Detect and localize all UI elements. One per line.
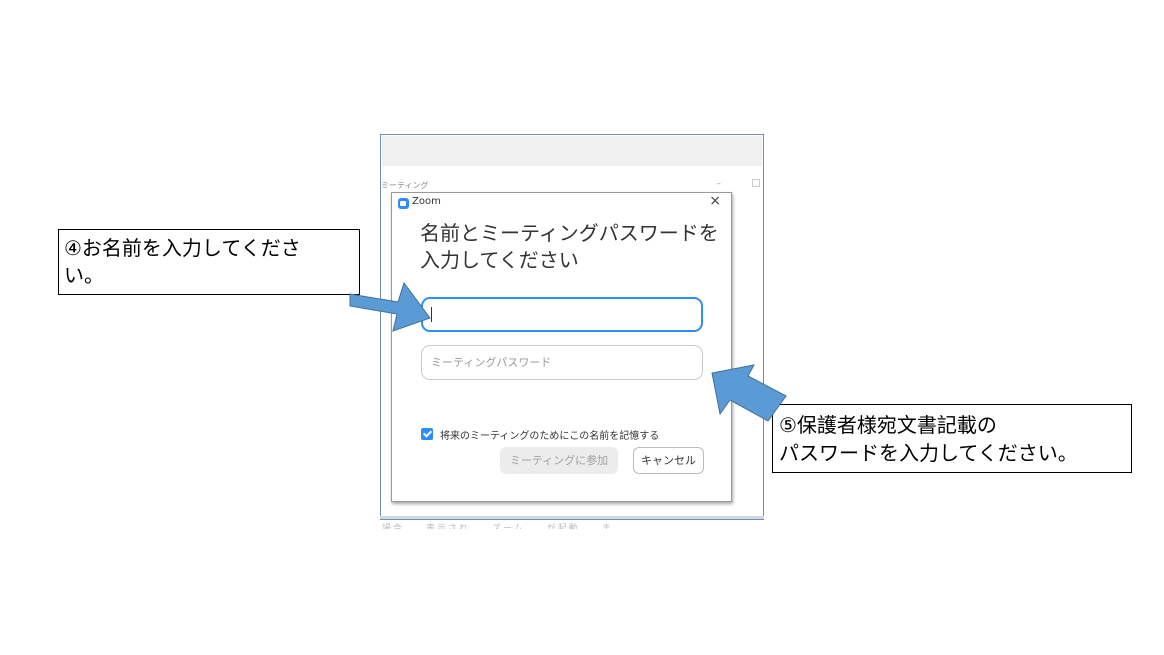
password-placeholder: ミーティングパスワード <box>431 356 552 369</box>
zoom-password-dialog: Zoom × 名前とミーティングパスワードを 入力してください ミーティングパス… <box>391 192 732 502</box>
join-meeting-button[interactable]: ミーティングに参加 <box>500 447 618 474</box>
step5-callout-line1: ⑤保護者様宛文書記載の <box>779 413 997 437</box>
dialog-heading: 名前とミーティングパスワードを 入力してください <box>420 220 720 274</box>
step4-callout: ④お名前を入力してくださ い。 <box>58 229 360 295</box>
dialog-heading-line1: 名前とミーティングパスワードを <box>420 221 719 245</box>
maximize-icon[interactable] <box>752 179 760 187</box>
step4-callout-line1: ④お名前を入力してくださ <box>64 236 301 260</box>
remember-name-checkbox[interactable] <box>421 428 433 440</box>
name-input[interactable] <box>421 297 703 332</box>
zoom-logo-icon <box>398 198 409 209</box>
background-window-divider <box>380 516 764 519</box>
cancel-button[interactable]: キャンセル <box>633 447 704 474</box>
dialog-heading-line2: 入力してください <box>420 248 579 272</box>
text-cursor <box>431 307 432 322</box>
minimize-icon[interactable]: – <box>716 179 722 189</box>
background-window-footer-text: 場合……表示され……ズーム……が起動……ま <box>382 524 613 529</box>
step4-callout-line2: い。 <box>64 263 104 287</box>
step5-callout: ⑤保護者様宛文書記載の パスワードを入力してください。 <box>772 404 1132 473</box>
dialog-title: Zoom <box>412 196 441 207</box>
remember-name-label[interactable]: 将来のミーティングのためにこの名前を記憶する <box>440 431 660 442</box>
step5-callout-line2: パスワードを入力してください。 <box>779 441 1078 465</box>
close-icon[interactable]: × <box>709 193 721 209</box>
meeting-password-input[interactable]: ミーティングパスワード <box>421 345 703 380</box>
background-window-title: ミーティング <box>381 181 429 190</box>
background-window-titlebar <box>382 136 762 166</box>
